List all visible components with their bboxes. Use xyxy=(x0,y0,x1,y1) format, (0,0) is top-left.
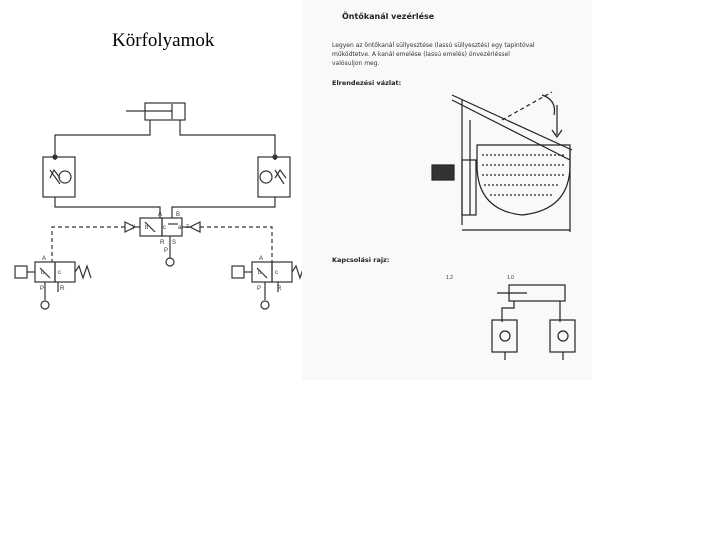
right-valve-p-label: P xyxy=(257,286,261,292)
left-valve-c-label: c xyxy=(58,270,61,276)
valve-z-label: z xyxy=(186,224,189,230)
document-title: Öntőkanál vezérlése xyxy=(342,12,435,21)
valve-b-label: B xyxy=(176,212,180,218)
document-drawings: 1.2 1.0 xyxy=(431,91,576,360)
right-valve-b-label: b xyxy=(258,270,262,276)
left-flow-control xyxy=(42,156,76,198)
right-valve-a-label: A xyxy=(259,256,263,262)
valve-c-small-label: c xyxy=(163,225,166,231)
document-body: Legyen az öntőkanál süllyesztése (lassú … xyxy=(332,42,535,67)
left-valve-a-label: A xyxy=(42,256,46,262)
left-valve-r-label: R xyxy=(60,286,65,292)
valve-s-label: S xyxy=(172,240,176,246)
slide-title: Körfolyamok xyxy=(112,30,215,51)
valve-y-label: y xyxy=(132,224,135,230)
valve-b-small-label: b xyxy=(145,225,149,231)
circuit-heading: Kapcsolási rajz: xyxy=(332,256,390,264)
label-1-2: 1.2 xyxy=(446,275,453,281)
pneumatic-circuit-diagram: A B R S P y z b c a A P R b c A P R b c xyxy=(14,102,309,310)
left-valve-p-label: P xyxy=(40,286,44,292)
right-valve-r-label: R xyxy=(277,286,282,292)
circuit-sketch xyxy=(491,284,576,360)
valve-p-label: P xyxy=(164,248,168,254)
label-1-0: 1.0 xyxy=(507,275,514,281)
valve-r-label: R xyxy=(160,240,165,246)
layout-heading: Elrendezési vázlat: xyxy=(332,79,402,87)
scanned-document: Öntőkanál vezérlése Legyen az öntőkanál … xyxy=(302,0,592,380)
right-valve-c-label: c xyxy=(275,270,278,276)
main-valve-left xyxy=(139,217,163,237)
valve-a-label: A xyxy=(158,212,162,218)
valve-a-small-label: a xyxy=(178,225,182,231)
ladle-sketch xyxy=(431,91,573,232)
left-valve-b-label: b xyxy=(41,270,45,276)
